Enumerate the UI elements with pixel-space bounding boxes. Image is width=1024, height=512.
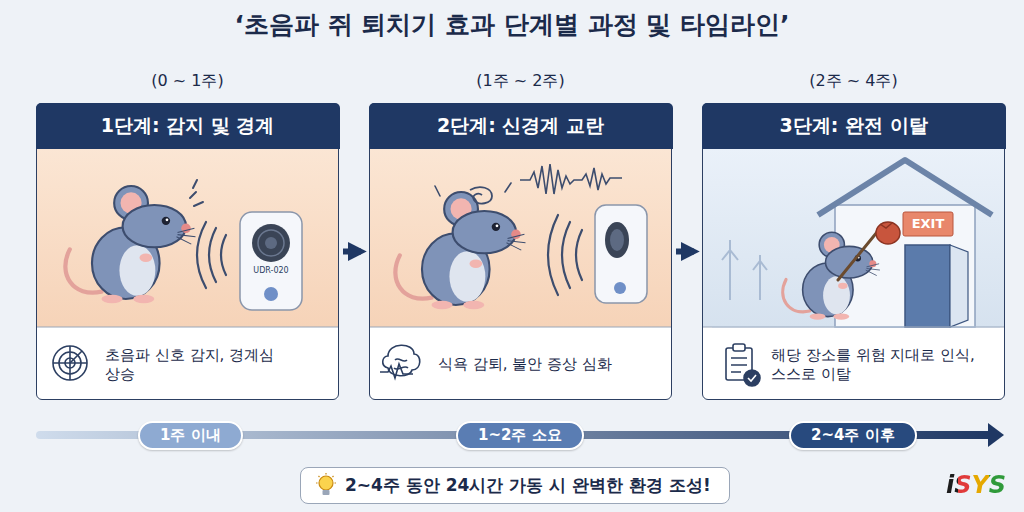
stage-panel: (0 ~ 1주)1단계: 감지 및 경계초음파 신호 감지, 경계심 상승	[36, 103, 339, 400]
stage-panel: (2주 ~ 4주)3단계: 완전 이탈해당 장소를 위험 지대로 인식, 스스로…	[702, 103, 1005, 400]
model-label: UDR-020	[240, 265, 302, 277]
logo: iSYS	[944, 470, 1008, 500]
stage-caption: 식욕 감퇴, 불안 증상 심화	[438, 336, 613, 394]
time-range: (2주 ~ 4주)	[703, 71, 1004, 92]
exit-sign: EXIT	[903, 212, 953, 236]
stage-caption: 초음파 신호 감지, 경계심 상승	[105, 336, 280, 394]
flow-arrow	[343, 249, 361, 255]
note-box: 2~4주 동안 24시간 가동 시 완벽한 환경 조성!	[300, 467, 730, 504]
title: ‘초음파 쥐 퇴치기 효과 단계별 과정 및 타임라인’	[0, 8, 1024, 41]
stage-panel: (1주 ~ 2주)2단계: 신경계 교란식욕 감퇴, 불안 증상 심화	[369, 103, 672, 400]
timeline-label: 1주 이내	[160, 426, 221, 445]
note-text: 2~4주 동안 24시간 가동 시 완벽한 환경 조성!	[345, 474, 711, 497]
stage-heading: 3단계: 완전 이탈	[702, 103, 1006, 149]
stage-heading: 2단계: 신경계 교란	[369, 103, 673, 149]
time-range: (0 ~ 1주)	[37, 71, 338, 92]
timeline-pill: 1~2주 소요	[456, 421, 584, 450]
timeline-pill: 1주 이내	[138, 421, 243, 450]
bulb-icon	[315, 473, 337, 499]
stage-caption: 해당 장소를 위험 지대로 인식, 스스로 이탈	[771, 336, 983, 394]
stage-heading: 1단계: 감지 및 경계	[36, 103, 340, 149]
timeline-label: 1~2주 소요	[478, 426, 562, 445]
time-range: (1주 ~ 2주)	[370, 71, 671, 92]
flow-arrow	[676, 249, 694, 255]
timeline-label: 2~4주 이후	[811, 426, 895, 445]
timeline-pill: 2~4주 이후	[789, 421, 917, 450]
